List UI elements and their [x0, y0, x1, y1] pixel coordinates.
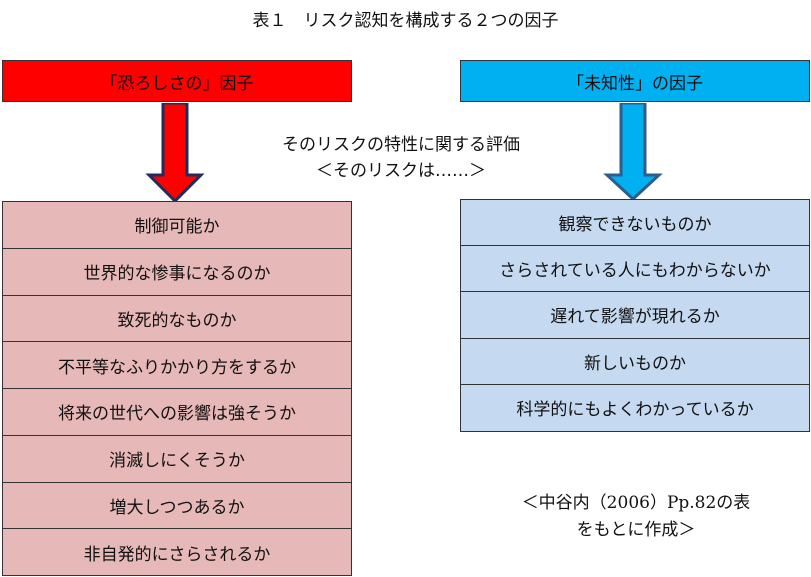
- list-item: 増大しつつあるか: [3, 483, 351, 530]
- down-arrow-icon: [603, 103, 663, 201]
- page-title: 表１ リスク認知を構成する２つの因子: [252, 11, 559, 31]
- source-note: ＜中谷内（2006）Pp.82の表 をもとに作成＞: [486, 490, 786, 544]
- down-arrow-icon: [145, 103, 205, 203]
- evaluation-note-line2: ＜そのリスクは……＞: [316, 161, 486, 181]
- list-item: 非自発的にさらされるか: [83, 545, 271, 566]
- list-item: 世界的な惨事になるのか: [3, 249, 351, 296]
- fear-factor-header: 「恐ろしさの」因子: [2, 60, 352, 102]
- unknown-factor-header: 「未知性」の因子: [460, 60, 810, 102]
- unknown-factor-label: 「未知性」の因子: [567, 73, 703, 94]
- list-item: 将来の世代への影響は強そうか: [3, 389, 351, 436]
- fear-factor-label: 「恐ろしさの」因子: [100, 73, 254, 94]
- list-item: 消滅しにくそうか: [3, 436, 351, 483]
- list-item: 制御可能か: [3, 202, 351, 249]
- source-note-line2: をもとに作成＞: [576, 520, 696, 540]
- list-item: 観察できないものか: [461, 200, 809, 247]
- list-item: 新しいものか: [461, 339, 809, 385]
- list-item: 不平等なふりかかり方をするか: [3, 342, 351, 389]
- evaluation-note-line1: そのリスクの特性に関する評価: [282, 135, 520, 155]
- list-item: 科学的にもよくわかっているか: [516, 400, 754, 421]
- list-item: さらされている人にもわからないか: [461, 246, 809, 293]
- list-item: 遅れて影響が現れるか: [461, 292, 809, 339]
- source-note-line1: ＜中谷内（2006）Pp.82の表: [521, 493, 751, 513]
- unknown-factor-list: 観察できないものか さらされている人にもわからないか 遅れて影響が現れるか 新し…: [460, 199, 810, 432]
- fear-factor-list: 制御可能か 世界的な惨事になるのか 致死的なものか 不平等なふりかかり方をするか…: [2, 201, 352, 576]
- list-item: 致死的なものか: [3, 296, 351, 343]
- evaluation-note: そのリスクの特性に関する評価 ＜そのリスクは……＞: [236, 132, 566, 184]
